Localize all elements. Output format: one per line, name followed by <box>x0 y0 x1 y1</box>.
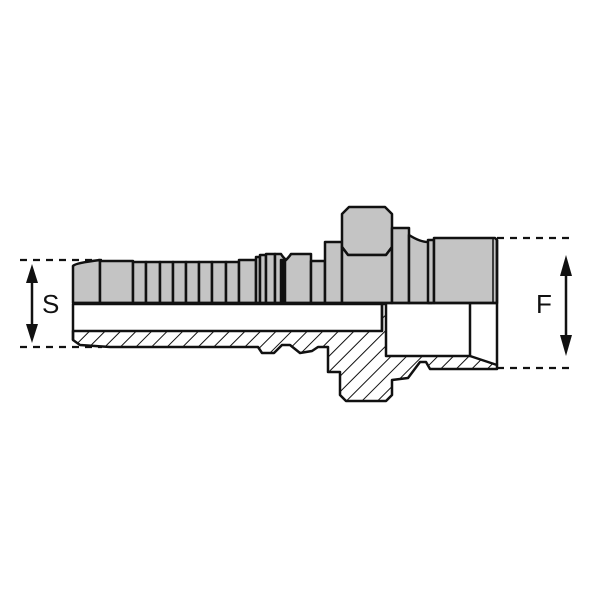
hose-rib <box>184 260 201 305</box>
f-arrow-up-icon <box>560 255 572 276</box>
hose-rib <box>98 259 135 305</box>
collar-step <box>309 259 327 305</box>
hose-rib <box>210 260 228 305</box>
s-arrow-up-icon <box>26 264 38 283</box>
hose-rib <box>144 260 162 305</box>
hex-nut-bottom <box>340 245 394 305</box>
s-dimension-label: S <box>42 289 60 319</box>
hex-nut-top <box>340 205 394 257</box>
hose-rib <box>197 260 214 305</box>
thread-body <box>432 236 499 305</box>
hose-rib <box>171 260 188 305</box>
hose-rib <box>131 260 148 305</box>
shoulder <box>323 240 344 305</box>
hose-rib <box>224 260 241 305</box>
s-dimension <box>20 258 102 349</box>
hose-rib <box>237 258 258 305</box>
collar-flange <box>283 252 313 305</box>
upper-body <box>71 205 499 305</box>
lower-wall-section <box>71 302 499 403</box>
f-dimension-label: F <box>536 289 552 319</box>
f-arrow-down-icon <box>560 335 572 356</box>
f-dimension <box>497 236 574 370</box>
thread-shoulder <box>390 226 411 305</box>
hose-rib <box>158 260 175 305</box>
bore-wide <box>382 304 470 356</box>
s-arrow-down-icon <box>26 324 38 343</box>
hose-tail-lip <box>71 258 102 305</box>
collar-groove <box>264 252 277 305</box>
